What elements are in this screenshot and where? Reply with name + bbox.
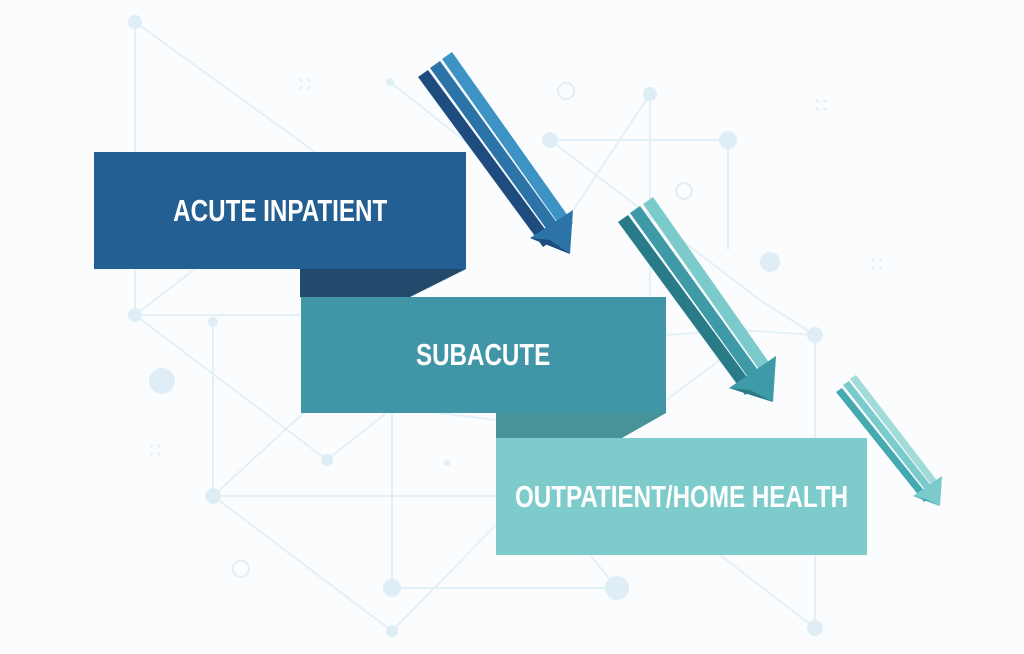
subacute-fold-shadow (496, 413, 666, 438)
stage-label-outpatient-home-health: OUTPATIENT/HOME HEALTH (514, 478, 849, 514)
arrow-acute-to-subacute-icon (418, 52, 573, 254)
stage-box-outpatient-home-health (496, 438, 867, 555)
background-rings (232, 82, 693, 578)
acute-fold-shadow (300, 269, 466, 297)
stage-label-subacute: SUBACUTE (416, 337, 551, 372)
arrow-outpatient-onward-icon (836, 375, 942, 506)
stage-box-acute-inpatient (94, 152, 466, 269)
stage-box-subacute (301, 297, 666, 413)
stage-label-container-subacute: SUBACUTE (301, 297, 666, 413)
arrow-subacute-to-outpatient-icon (618, 197, 776, 402)
background-nodes (128, 15, 823, 637)
stage-label-container-outpatient: OUTPATIENT/HOME HEALTH (496, 438, 867, 555)
stage-label-acute-inpatient: ACUTE INPATIENT (172, 192, 388, 228)
background-network (134, 21, 816, 632)
background-dots (149, 78, 883, 456)
stage-label-container-acute: ACUTE INPATIENT (94, 152, 466, 269)
